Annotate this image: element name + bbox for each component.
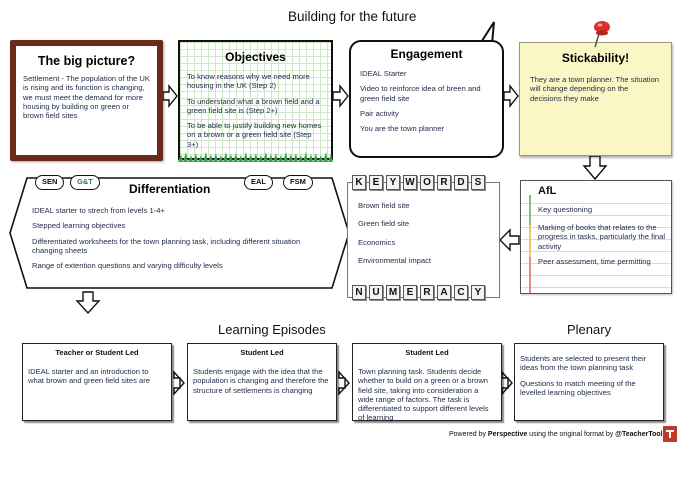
tag-gifted-talented: G&T — [70, 175, 100, 190]
engagement-item: IDEAL Starter — [360, 69, 407, 78]
keyword-tile: R — [437, 175, 451, 190]
plenary-item: Students are selected to present their i… — [520, 354, 647, 373]
arrow-afl-keywords — [499, 228, 520, 252]
push-pin-icon — [594, 21, 610, 48]
arrow-differentiation-episodes — [75, 291, 101, 315]
keyword-tile: S — [471, 175, 485, 190]
objective-item: To be able to justify building new homes… — [187, 121, 322, 149]
episode-box-2: Student Led Students engage with the ide… — [187, 343, 337, 421]
arrow-stickability-afl — [582, 155, 608, 181]
keywords-panel — [347, 182, 500, 298]
objectives-title: Objectives — [225, 50, 286, 64]
objective-item: To know reasons why we need more housing… — [187, 72, 310, 91]
arrow-episode1-episode2 — [173, 370, 185, 396]
arrow-episode2-episode3 — [338, 370, 350, 396]
page-title: Building for the future — [288, 9, 417, 24]
differentiation-item: Stepped learning objectives — [32, 221, 126, 231]
big-picture-panel: The big picture? Settlement - The popula… — [16, 46, 157, 155]
differentiation-item: Differentiated worksheets for the town p… — [32, 236, 301, 255]
big-picture-text: Settlement - The population of the UK is… — [23, 74, 150, 120]
numeracy-tiles: N U M E R A C Y — [352, 285, 485, 300]
arrow-episode3-plenary — [501, 370, 513, 396]
stickability-text: They are a town planner. The situation w… — [530, 75, 660, 103]
numeracy-tile: E — [403, 285, 417, 300]
stickability-note: Stickability! They are a town planner. T… — [519, 42, 672, 156]
episode-text: Town planning task. Students decide whet… — [358, 367, 489, 423]
afl-item: Key questioning — [538, 205, 593, 214]
speech-bubble-tail — [479, 21, 495, 44]
episode-text: Students engage with the idea that the p… — [193, 367, 329, 395]
afl-margin-amber — [529, 225, 531, 257]
tag-sen: SEN — [35, 175, 65, 190]
arrow-engagement-stickability — [503, 84, 519, 108]
engagement-panel: Engagement IDEAL Starter Video to reinfo… — [349, 40, 504, 158]
big-picture-frame: The big picture? Settlement - The popula… — [10, 40, 163, 161]
differentiation-list: IDEAL starter to strech from levels 1-4+… — [32, 206, 322, 276]
episode-text: IDEAL starter and an introduction to wha… — [28, 367, 150, 386]
episode-heading: Teacher or Student Led — [55, 348, 139, 357]
episode-box-3: Student Led Town planning task. Students… — [352, 343, 502, 423]
grass-decoration — [178, 152, 333, 162]
keyword-tile: O — [420, 175, 434, 190]
plenary-box: Students are selected to present their i… — [514, 343, 664, 421]
numeracy-tile: A — [437, 285, 451, 300]
keywords-tiles: K E Y W O R D S — [352, 175, 485, 190]
afl-notebook: AfL Key questioning Marking of books tha… — [520, 180, 672, 294]
tag-eal: EAL — [244, 175, 273, 190]
numeracy-tile: N — [352, 285, 366, 300]
keyword-tile: K — [352, 175, 366, 190]
numeracy-tile: Y — [471, 285, 485, 300]
keyword-tile: E — [369, 175, 383, 190]
learning-episodes-title: Learning Episodes — [218, 322, 326, 337]
differentiation-item: IDEAL starter to strech from levels 1-4+ — [32, 206, 165, 215]
keywords-list: Brown field site Green field site Econom… — [358, 201, 493, 274]
objectives-panel: Objectives To know reasons why we need m… — [178, 40, 333, 160]
plenary-item: Questions to match meeting of the levell… — [520, 378, 636, 397]
keyword-tile: Y — [386, 175, 400, 190]
arrow-bigpic-objectives — [162, 84, 178, 108]
footer-brand: Perspective — [487, 431, 528, 438]
numeracy-tile: M — [386, 285, 400, 300]
numeracy-tile: R — [420, 285, 434, 300]
episode-heading: Student Led — [405, 348, 449, 357]
numeracy-tile: U — [369, 285, 383, 300]
afl-item: Marking of books that relates to the pro… — [538, 223, 666, 251]
differentiation-item: Range of extention questions and varying… — [32, 261, 223, 270]
stickability-title: Stickability! — [561, 51, 630, 65]
arrow-objectives-engagement — [332, 84, 349, 108]
big-picture-title: The big picture? — [37, 54, 136, 68]
footer-credit: Powered by Perspective using the origina… — [449, 431, 671, 438]
keyword-tile: W — [403, 175, 417, 190]
objective-item: To understand what a brown field and a g… — [187, 96, 320, 115]
afl-margin-green — [529, 195, 531, 225]
footer-handle: @TeacherToolkit — [615, 431, 671, 438]
episode-heading: Student Led — [240, 348, 284, 357]
plenary-title: Plenary — [567, 322, 612, 337]
keyword-item: Brown field site — [358, 201, 410, 210]
engagement-item: Video to reinforce idea of breen and gre… — [360, 84, 481, 103]
logo-icon — [663, 426, 677, 442]
keyword-item: Green field site — [358, 219, 410, 229]
tag-fsm: FSM — [283, 175, 313, 190]
differentiation-shape — [9, 177, 350, 289]
episode-box-1: Teacher or Student Led IDEAL starter and… — [22, 343, 172, 421]
afl-item: Peer assessment, time permitting — [538, 257, 651, 266]
keyword-item: Economics — [358, 237, 396, 247]
afl-margin-red — [529, 257, 531, 293]
keyword-tile: D — [454, 175, 468, 190]
afl-title: AfL — [538, 185, 557, 197]
numeracy-tile: C — [454, 285, 468, 300]
differentiation-title: Differentiation — [129, 182, 211, 196]
engagement-item: You are the town planner — [360, 124, 445, 133]
engagement-item: Pair activity — [360, 108, 399, 118]
keyword-item: Environmental impact — [358, 255, 432, 265]
engagement-title: Engagement — [390, 47, 463, 61]
